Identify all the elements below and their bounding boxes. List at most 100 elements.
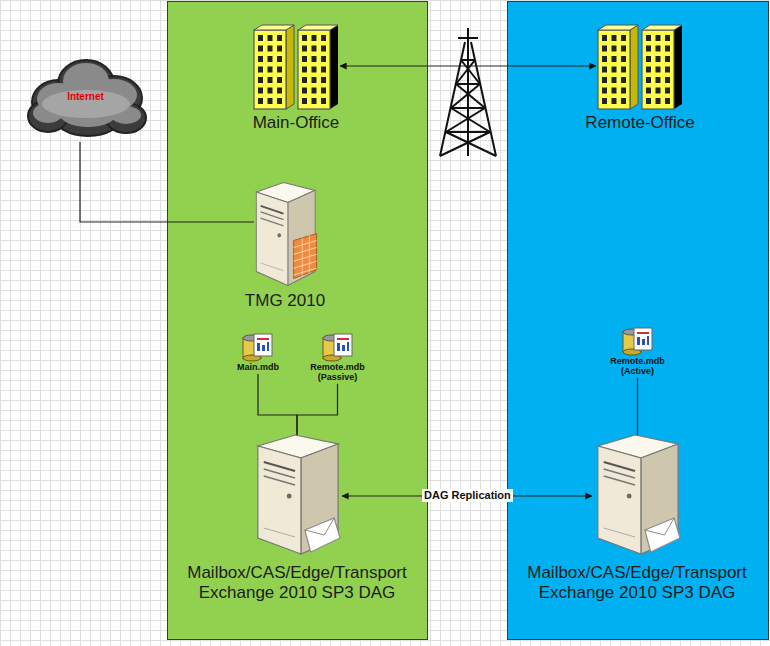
doc-bar [267, 342, 269, 351]
window [312, 56, 317, 62]
window [646, 88, 651, 94]
doc-bar [262, 345, 265, 351]
window [268, 67, 273, 73]
window [602, 88, 607, 94]
building-roof [642, 25, 682, 30]
window [602, 56, 607, 62]
firewall-wall [294, 234, 317, 279]
window [258, 77, 263, 83]
server-node: Mailbox/CAS/Edge/Transport Exchange 2010… [252, 432, 342, 557]
window [602, 77, 607, 83]
drive-bay [604, 476, 635, 485]
envelope [645, 518, 680, 552]
database-node: Remote.mdb (Passive) [309, 332, 366, 383]
doc-bar [647, 336, 649, 345]
window [312, 46, 317, 52]
window [268, 77, 273, 83]
office-node: Remote-Office [596, 22, 684, 110]
window [621, 67, 626, 73]
power-button [287, 494, 292, 499]
building-side [630, 25, 638, 109]
brick-line [294, 254, 317, 261]
window [277, 56, 282, 62]
building-side [330, 25, 338, 109]
window [602, 46, 607, 52]
window [268, 35, 273, 41]
window [656, 56, 661, 62]
node-label: Main-Office [253, 113, 340, 133]
drive-bay [264, 476, 295, 485]
connector [340, 65, 596, 66]
window [612, 77, 617, 83]
window [665, 67, 670, 73]
window [321, 67, 326, 73]
brick-line [302, 238, 303, 276]
document [254, 334, 272, 356]
window [258, 98, 263, 104]
window [612, 88, 617, 94]
window [321, 77, 326, 83]
window [656, 67, 661, 73]
window [621, 98, 626, 104]
window [621, 77, 626, 83]
window [312, 67, 317, 73]
window [268, 88, 273, 94]
window [312, 77, 317, 83]
window [612, 46, 617, 52]
power-button [277, 233, 281, 237]
window [656, 46, 661, 52]
database-node: Remote.mdb (Active) [609, 326, 666, 377]
window [665, 98, 670, 104]
window [656, 77, 661, 83]
window [665, 77, 670, 83]
window [258, 56, 263, 62]
window [646, 77, 651, 83]
vent-line [264, 528, 295, 537]
database-icon [321, 332, 355, 362]
window [321, 56, 326, 62]
brick-line [309, 235, 310, 273]
window [621, 88, 626, 94]
window [646, 35, 651, 41]
window [321, 88, 326, 94]
brick-line [294, 247, 317, 254]
document [634, 328, 652, 350]
window [656, 35, 661, 41]
radio-tower [432, 28, 504, 158]
doc-bar [637, 337, 640, 345]
office-building-icon [596, 22, 684, 110]
window [646, 56, 651, 62]
window [621, 56, 626, 62]
edge-label: DAG Replication [422, 489, 513, 502]
window [258, 88, 263, 94]
window [646, 67, 651, 73]
doc-bar [257, 343, 260, 351]
window [258, 46, 263, 52]
building-front [598, 30, 630, 109]
window [302, 46, 307, 52]
office-node: Main-Office [252, 22, 340, 110]
window [277, 67, 282, 73]
window [321, 46, 326, 52]
database-label: Remote.mdb (Passive) [310, 363, 365, 383]
window [665, 56, 670, 62]
building-roof [254, 25, 294, 30]
doc-bar [257, 338, 269, 340]
window [656, 98, 661, 104]
brick-line [294, 240, 317, 247]
server-icon [252, 432, 342, 557]
power-button [627, 494, 632, 499]
brick-line [294, 261, 317, 268]
server-icon [252, 180, 318, 288]
window [602, 98, 607, 104]
window [277, 35, 282, 41]
server-front [598, 446, 641, 554]
node-label: Mailbox/CAS/Edge/Transport Exchange 2010… [509, 563, 765, 604]
building-front [254, 30, 286, 109]
window [302, 67, 307, 73]
window [268, 46, 273, 52]
window [277, 77, 282, 83]
doc-bar [637, 332, 649, 334]
envelope-flap [305, 518, 334, 535]
